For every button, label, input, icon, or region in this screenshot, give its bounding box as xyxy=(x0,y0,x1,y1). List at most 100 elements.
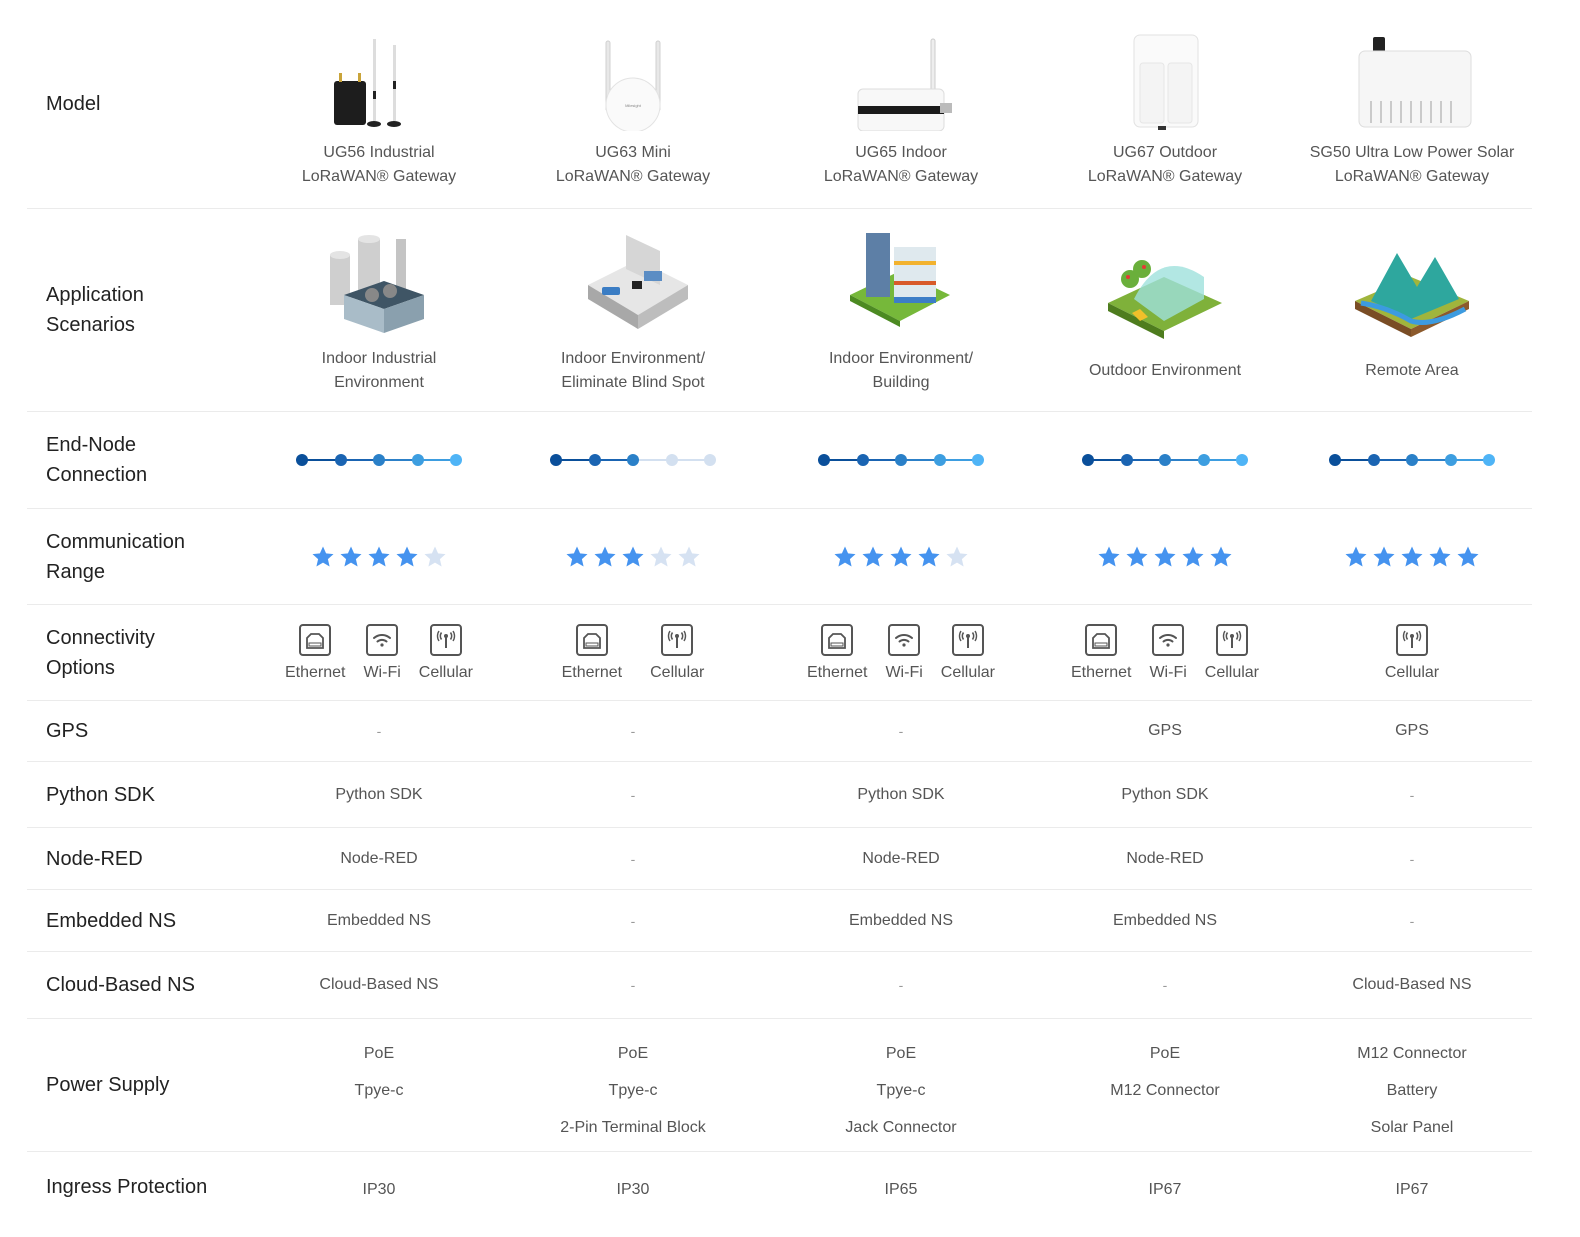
connectivity-cell: Ethernet Wi-Fi Cellular xyxy=(1061,605,1269,700)
range-rating xyxy=(1297,509,1527,604)
svg-text:Milesight: Milesight xyxy=(625,103,642,108)
node-link xyxy=(302,459,341,461)
scenario-label: Indoor Environment/ xyxy=(828,350,974,367)
connectivity-label: Ethernet xyxy=(561,663,623,681)
star-rating xyxy=(311,545,447,569)
row-label-scenarios: Application Scenarios xyxy=(27,280,273,340)
power-option: PoE xyxy=(363,1045,395,1062)
model-cell-ug67[interactable]: UG67 Outdoor LoRaWAN® Gateway xyxy=(1061,0,1269,208)
connectivity-option: Cellular xyxy=(1384,623,1440,682)
gps-value: - xyxy=(630,723,636,739)
connectivity-list: Cellular xyxy=(1384,623,1440,682)
star-icon xyxy=(594,546,616,566)
row-label-ingress: Ingress Protection xyxy=(46,1176,208,1198)
scenario-label: Eliminate Blind Spot xyxy=(561,374,705,391)
node-link xyxy=(379,459,418,461)
python-sdk-value: Python SDK xyxy=(857,785,945,803)
range-rating xyxy=(529,509,737,604)
row-embedded-ns: Embedded NS Embedded NS - Embedded NS Em… xyxy=(27,890,1532,952)
node-dot xyxy=(588,454,601,466)
node-link xyxy=(1412,459,1451,461)
product-image-ug63: Milesight xyxy=(568,31,698,133)
node-link xyxy=(1335,459,1374,461)
star-icon xyxy=(1154,546,1176,566)
model-type: LoRaWAN® Gateway xyxy=(301,168,457,185)
power-option: 2-Pin Terminal Block xyxy=(560,1119,706,1136)
node-red-value: - xyxy=(630,850,636,867)
node-link xyxy=(417,459,456,461)
node-link xyxy=(862,459,901,461)
scenario-cell: Indoor Industrial Environment xyxy=(275,209,483,411)
power-option: PoE xyxy=(617,1045,649,1062)
power-option: PoE xyxy=(885,1045,917,1062)
row-label-embedded-ns: Embedded NS xyxy=(46,909,177,932)
power-option: M12 Connector xyxy=(1110,1082,1220,1099)
row-label-power: Power Supply xyxy=(46,1074,170,1096)
row-label-python-sdk: Python SDK xyxy=(46,783,155,806)
row-label-end-node: End-Node Connection xyxy=(27,430,273,490)
star-icon xyxy=(1210,546,1232,566)
connectivity-label: Wi-Fi xyxy=(885,663,923,681)
connectivity-option: Ethernet xyxy=(806,623,868,682)
wifi-icon xyxy=(888,623,921,656)
model-name: UG56 Industrial xyxy=(323,144,435,161)
star-icon xyxy=(396,546,418,566)
row-node-red: Node-RED Node-RED - Node-RED Node-RED - xyxy=(27,828,1532,890)
star-icon xyxy=(650,546,672,566)
row-ingress-protection: Ingress Protection IP30 IP30 IP65 IP67 I… xyxy=(27,1152,1532,1222)
python-sdk-value: Python SDK xyxy=(1121,785,1209,803)
node-dot xyxy=(1406,454,1418,466)
product-image-ug67 xyxy=(1100,31,1230,131)
node-dot xyxy=(627,454,639,466)
row-label-gps: GPS xyxy=(46,720,89,742)
node-dot xyxy=(1483,454,1495,466)
model-cell-ug56[interactable]: UG56 Industrial LoRaWAN® Gateway xyxy=(275,0,483,208)
node-red-value: Node-RED xyxy=(340,849,418,867)
node-dot xyxy=(373,454,385,466)
power-option: Tpye-c xyxy=(876,1082,926,1099)
star-icon xyxy=(1345,546,1367,566)
end-node-level xyxy=(275,412,483,508)
power-option: Solar Panel xyxy=(1370,1119,1454,1136)
gps-value: - xyxy=(898,723,904,739)
cellular-icon xyxy=(429,623,462,656)
star-rating xyxy=(565,545,701,569)
mountain-river-illustration xyxy=(1347,237,1477,347)
row-end-node-connection: End-Node Connection xyxy=(27,412,1532,509)
row-python-sdk: Python SDK Python SDK - Python SDK Pytho… xyxy=(27,762,1532,828)
node-dot xyxy=(1120,454,1133,466)
node-dot xyxy=(296,454,308,466)
connectivity-label: Ethernet xyxy=(806,663,868,681)
model-cell-sg50[interactable]: SG50 Ultra Low Power Solar LoRaWAN® Gate… xyxy=(1297,0,1527,208)
connectivity-label: Cellular xyxy=(1384,663,1440,681)
connectivity-label: Wi-Fi xyxy=(1149,663,1187,681)
connectivity-label: Cellular xyxy=(418,663,474,681)
star-icon xyxy=(622,546,644,566)
node-dot xyxy=(933,454,946,466)
row-application-scenarios: Application Scenarios Indoor Industrial … xyxy=(27,209,1532,412)
power-option: Jack Connector xyxy=(845,1119,957,1136)
label-line: Connection xyxy=(46,464,148,486)
node-link xyxy=(1373,459,1412,461)
connectivity-label: Ethernet xyxy=(284,663,346,681)
connectivity-option: Ethernet xyxy=(561,623,623,682)
model-name: UG65 Indoor xyxy=(855,144,947,161)
range-rating xyxy=(797,509,1005,604)
connectivity-list: Ethernet Wi-Fi Cellular xyxy=(806,623,995,682)
connectivity-option: Ethernet xyxy=(1071,623,1131,682)
star-icon xyxy=(1457,546,1479,566)
node-dot xyxy=(1159,454,1171,466)
label-line: End-Node xyxy=(46,434,137,456)
model-cell-ug63[interactable]: Milesight UG63 Mini LoRaWAN® Gateway xyxy=(529,0,737,208)
embedded-ns-value: Embedded NS xyxy=(326,911,432,929)
node-red-value: Node-RED xyxy=(862,849,940,867)
node-dot xyxy=(818,454,830,466)
end-node-level xyxy=(1061,412,1269,508)
scenario-label: Indoor Industrial xyxy=(321,350,437,367)
label-line: Options xyxy=(46,656,115,679)
power-option: PoE xyxy=(1149,1045,1181,1062)
star-icon xyxy=(918,546,940,566)
model-cell-ug65[interactable]: UG65 Indoor LoRaWAN® Gateway xyxy=(797,0,1005,208)
node-dot xyxy=(411,454,424,466)
star-icon xyxy=(862,546,884,566)
